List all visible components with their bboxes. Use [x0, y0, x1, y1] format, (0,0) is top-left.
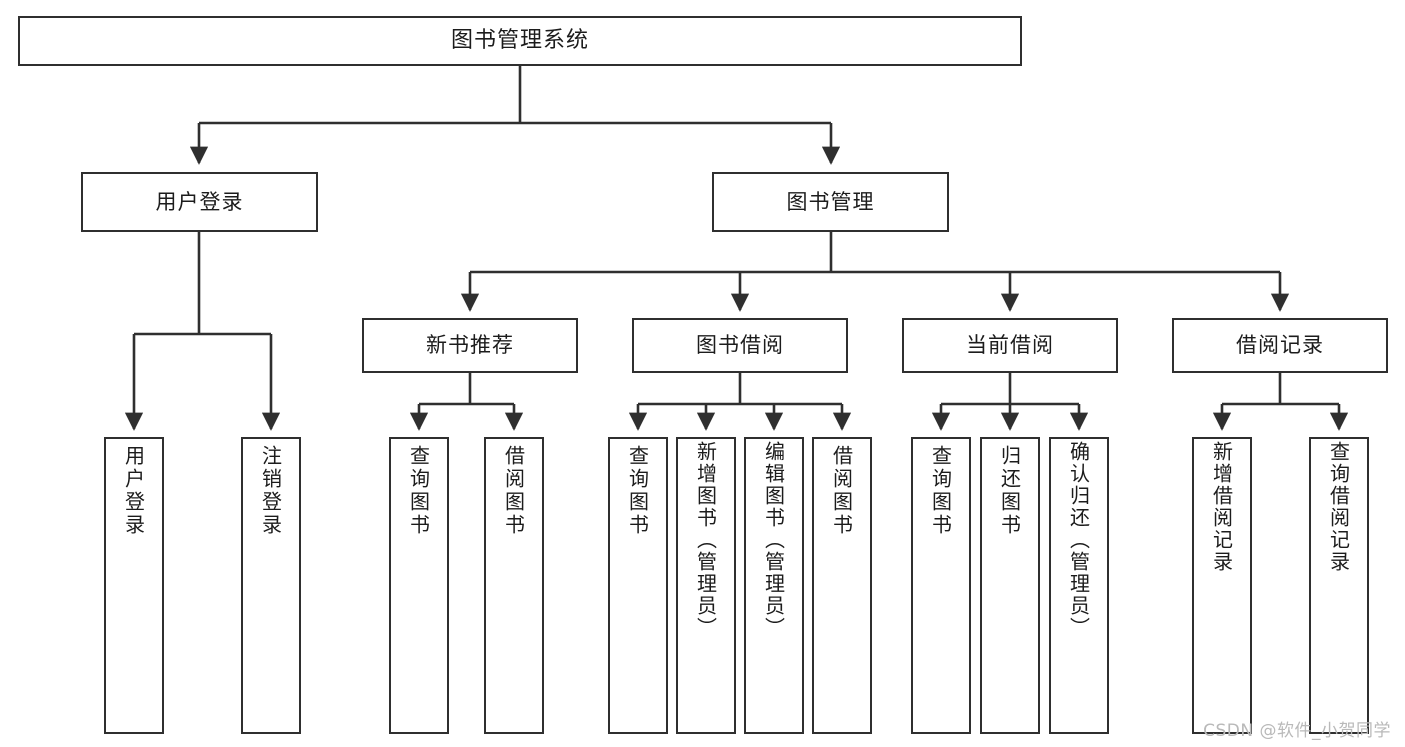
leaf-add-book-admin[interactable]: 新增图书（管理员） [676, 437, 736, 734]
leaf-label: 查询图书 [928, 445, 953, 537]
leaf-label: 注销登录 [258, 445, 283, 537]
leaf-query-book-borrow[interactable]: 查询图书 [608, 437, 668, 734]
leaf-label: 借阅图书 [501, 445, 526, 537]
node-user-login[interactable]: 用户登录 [81, 172, 318, 232]
leaf-query-borrow-record[interactable]: 查询借阅记录 [1309, 437, 1369, 734]
leaf-label: 归还图书 [997, 445, 1022, 537]
leaf-query-book-recommend[interactable]: 查询图书 [389, 437, 449, 734]
node-book-borrow[interactable]: 图书借阅 [632, 318, 848, 373]
leaf-label: 借阅图书 [829, 445, 854, 537]
leaf-label: 新增图书（管理员） [693, 441, 718, 639]
leaf-return-book[interactable]: 归还图书 [980, 437, 1040, 734]
leaf-label: 查询图书 [625, 445, 650, 537]
leaf-user-login[interactable]: 用户登录 [104, 437, 164, 734]
leaf-label: 新增借阅记录 [1209, 441, 1234, 573]
leaf-borrow-book-recommend[interactable]: 借阅图书 [484, 437, 544, 734]
watermark: CSDN @软件_小贺同学 [1203, 721, 1391, 741]
leaf-edit-book-admin[interactable]: 编辑图书（管理员） [744, 437, 804, 734]
leaf-logout[interactable]: 注销登录 [241, 437, 301, 734]
node-root-book-management-system[interactable]: 图书管理系统 [18, 16, 1022, 66]
leaf-label: 用户登录 [121, 445, 146, 537]
node-current-borrow[interactable]: 当前借阅 [902, 318, 1118, 373]
leaf-label: 编辑图书（管理员） [761, 441, 786, 639]
leaf-borrow-book[interactable]: 借阅图书 [812, 437, 872, 734]
node-new-book-recommend[interactable]: 新书推荐 [362, 318, 578, 373]
node-borrow-record[interactable]: 借阅记录 [1172, 318, 1388, 373]
leaf-query-book-current[interactable]: 查询图书 [911, 437, 971, 734]
leaf-label: 查询图书 [406, 445, 431, 537]
leaf-confirm-return-admin[interactable]: 确认归还（管理员） [1049, 437, 1109, 734]
node-book-management[interactable]: 图书管理 [712, 172, 949, 232]
leaf-label: 查询借阅记录 [1326, 441, 1351, 573]
leaf-label: 确认归还（管理员） [1066, 441, 1091, 639]
leaf-add-borrow-record[interactable]: 新增借阅记录 [1192, 437, 1252, 734]
